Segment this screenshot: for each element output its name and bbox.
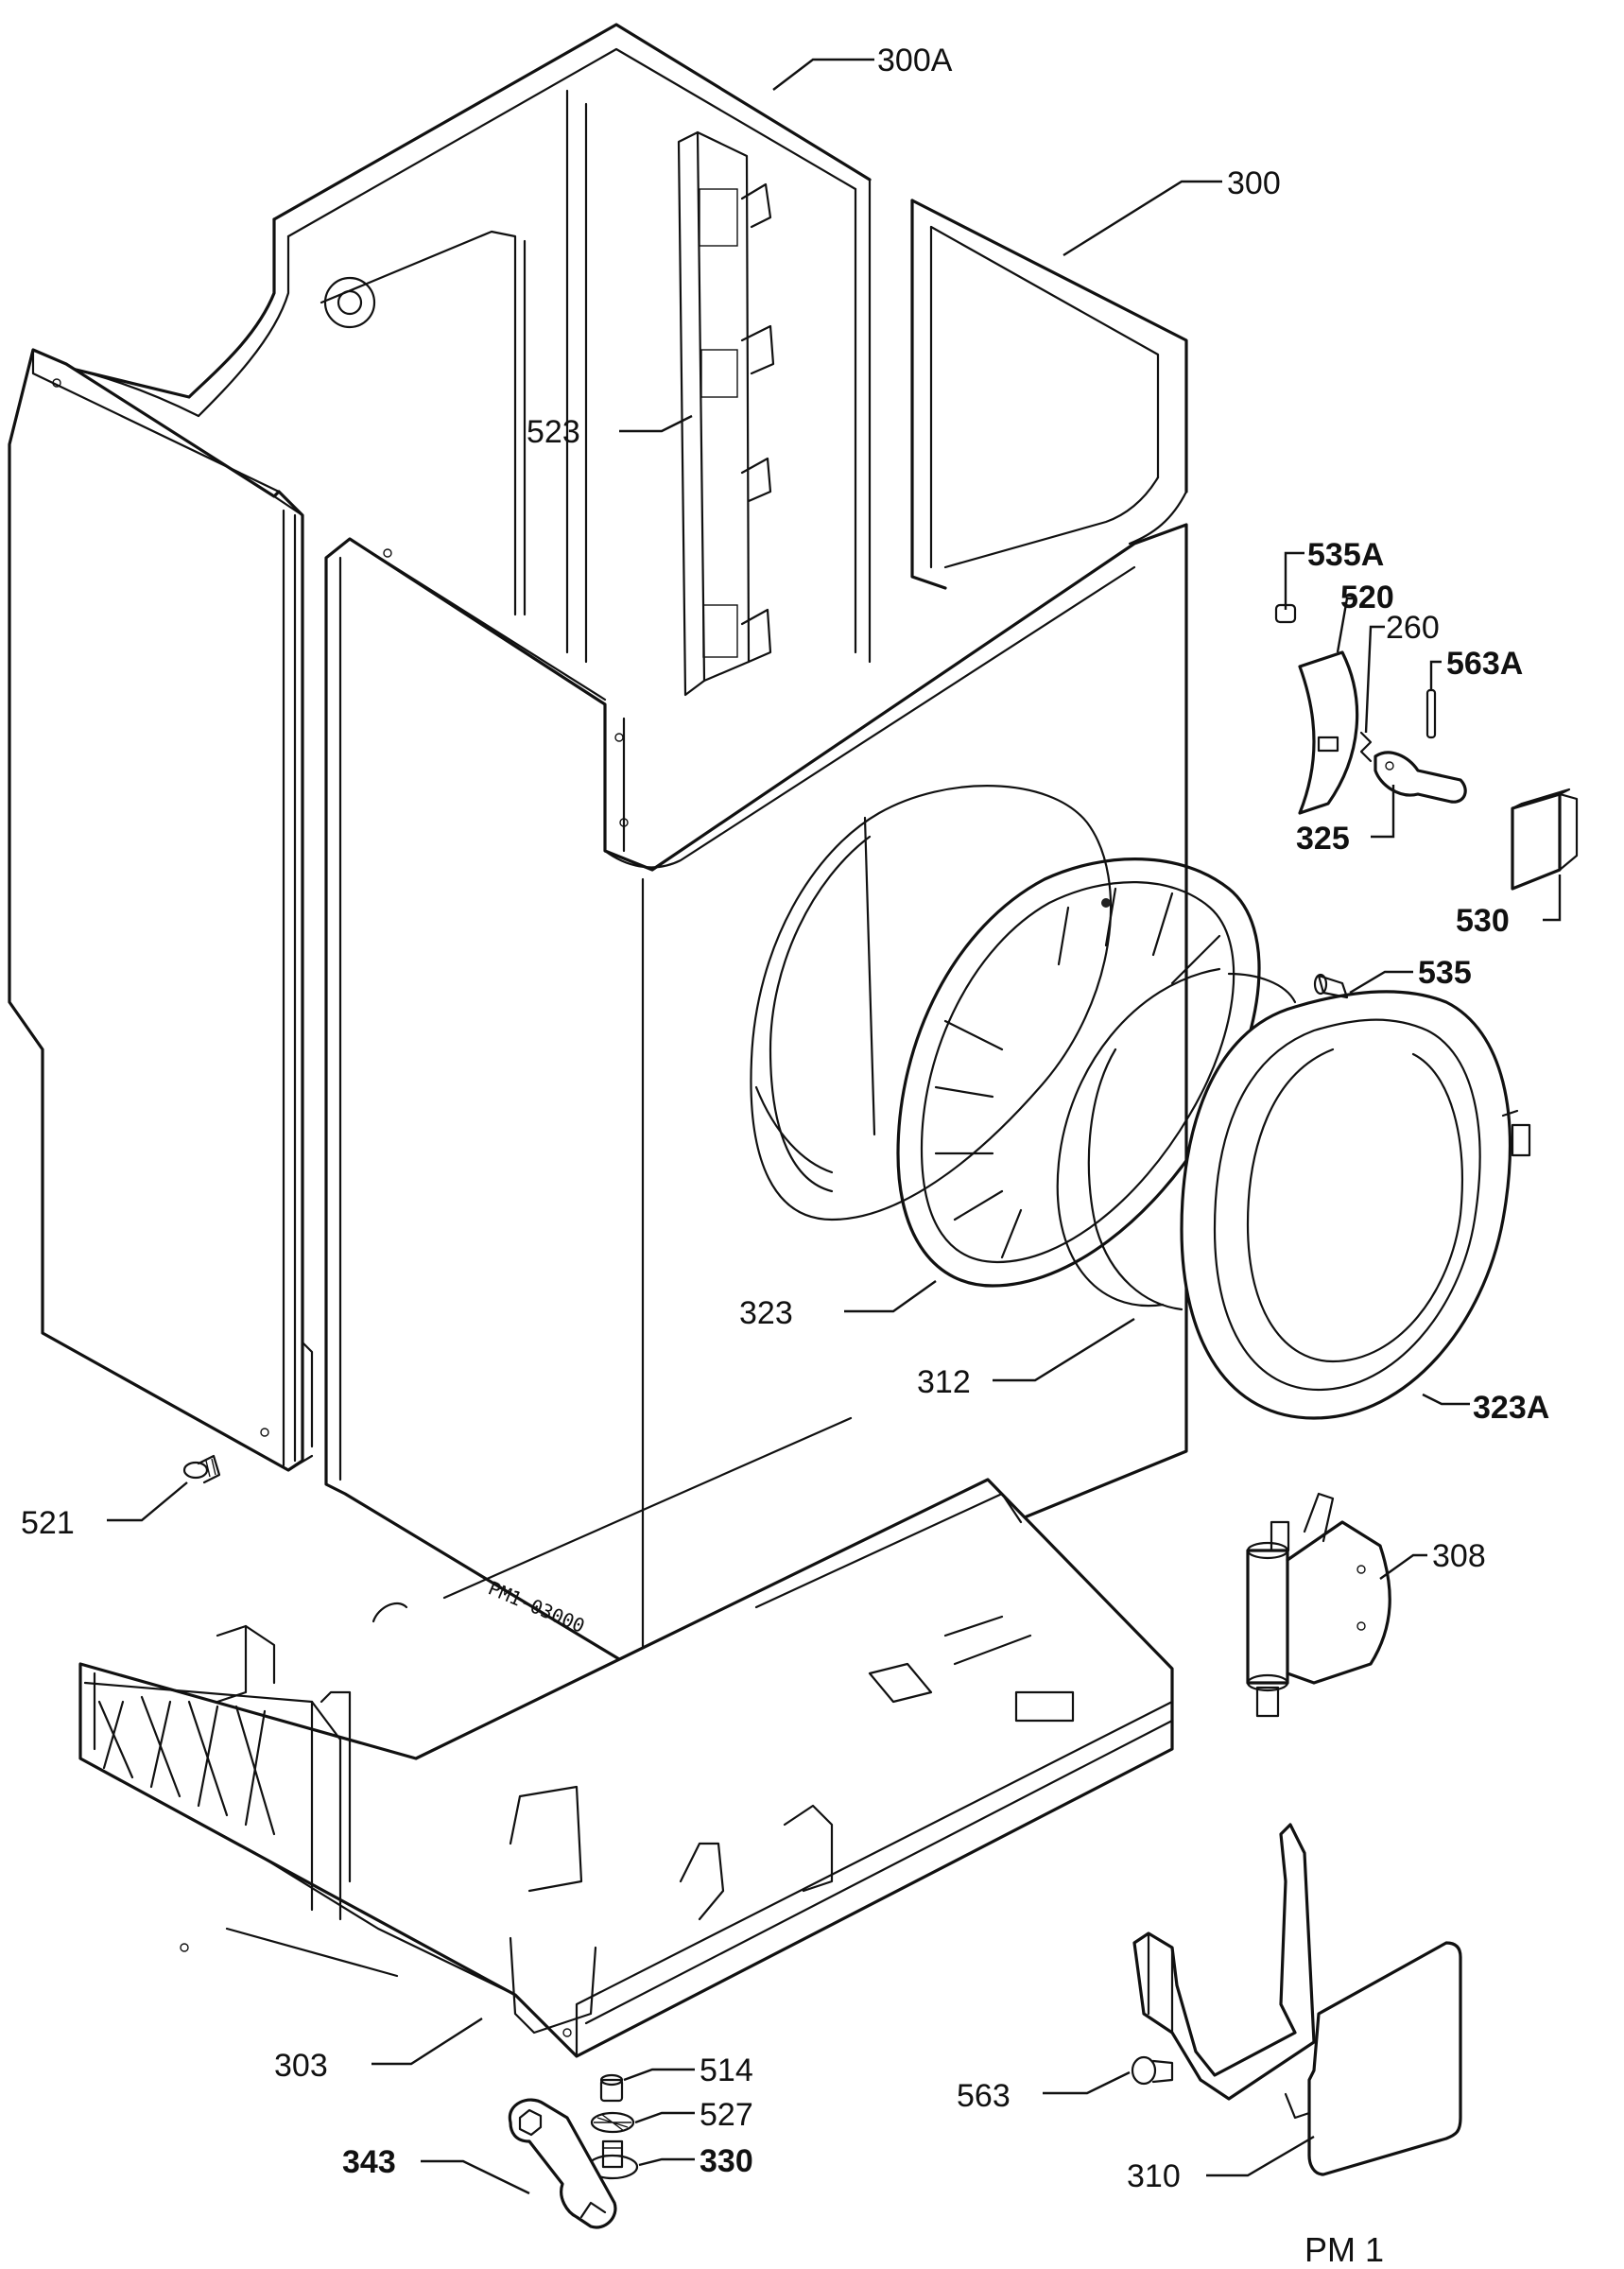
leader-lines (107, 58, 1562, 2195)
label-520: 520 (1340, 580, 1394, 615)
label-343: 343 (342, 2144, 396, 2180)
label-323: 323 (739, 1295, 793, 1331)
front-panel (324, 523, 1188, 1675)
label-323A: 323A (1473, 1390, 1549, 1426)
door-hinge-308 (1246, 1492, 1391, 1718)
rear-bracket-523 (677, 130, 775, 697)
label-310: 310 (1127, 2158, 1181, 2194)
door-lock-parts (1274, 603, 1579, 999)
label-312: 312 (917, 1364, 971, 1400)
label-308: 308 (1432, 1538, 1486, 1574)
label-535A: 535A (1307, 537, 1384, 573)
page-code: PM 1 (1304, 2230, 1384, 2269)
label-521: 521 (21, 1505, 75, 1541)
label-330: 330 (700, 2143, 753, 2179)
left-side-panel (8, 348, 314, 1472)
label-530: 530 (1456, 903, 1510, 939)
callout-labels: 300A 300 523 535A 520 260 563A 325 530 5… (21, 43, 1549, 2194)
label-563: 563 (957, 2078, 1011, 2114)
door-inner-ring-323 (896, 857, 1261, 1288)
label-535: 535 (1418, 955, 1472, 991)
label-325: 325 (1296, 821, 1350, 857)
label-523: 523 (527, 414, 580, 450)
screw-521 (182, 1454, 221, 1484)
cabinet-frame (62, 23, 1188, 664)
label-563A: 563A (1446, 646, 1523, 682)
door-boot-312 (1056, 967, 1297, 1311)
foot-assembly (508, 2073, 639, 2229)
door-outer-ring-323A (1180, 990, 1531, 1420)
label-300: 300 (1227, 165, 1281, 201)
label-527: 527 (700, 2097, 753, 2133)
label-514: 514 (700, 2052, 753, 2088)
base-frame-303 (78, 1416, 1174, 2058)
kick-plate-310 (1131, 1823, 1462, 2176)
label-303: 303 (274, 2048, 328, 2084)
label-260: 260 (1386, 610, 1440, 646)
label-300A: 300A (877, 43, 953, 78)
